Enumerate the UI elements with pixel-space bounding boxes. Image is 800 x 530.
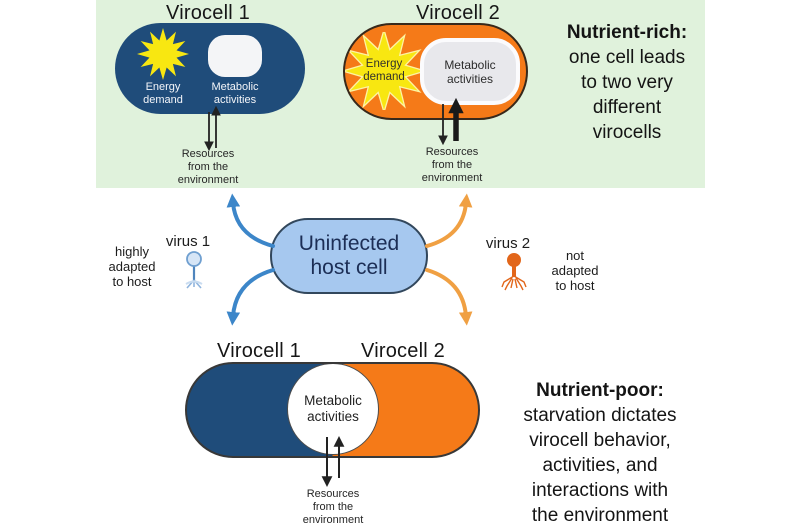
shared-metabolic-circle: Metabolic activities xyxy=(287,364,379,455)
metabolic-activities-label: Metabolic activities xyxy=(444,57,496,86)
uninfected-host-cell-label: Uninfected host cell xyxy=(298,232,400,279)
virus1-note: highly adapted to host xyxy=(108,244,156,289)
orange-arrow-up-icon xyxy=(425,193,473,248)
blue-arrow-up-icon xyxy=(226,193,275,248)
virocell1-cell: Energy demand Metabolic activities xyxy=(115,23,305,114)
starburst-icon xyxy=(137,28,189,80)
virus2-label: virus 2 xyxy=(485,235,531,252)
orange-arrow-down-icon xyxy=(425,268,473,326)
energy-demand-label: Energy demand xyxy=(143,81,183,106)
virus2-note: not adapted to host xyxy=(551,248,599,293)
blue-arrow-down-icon xyxy=(226,268,275,326)
resources-label-virocell1: Resources from the environment xyxy=(177,148,239,186)
virus1-label: virus 1 xyxy=(165,233,211,250)
metabolic-activities-label: Metabolic activities xyxy=(211,81,259,106)
phage-icon-orange xyxy=(501,253,527,291)
metabolic-activities-label: Metabolic activities xyxy=(304,393,362,424)
resources-label-bottom: Resources from the environment xyxy=(302,488,364,526)
metabolic-activities-box: Metabolic activities xyxy=(420,38,520,105)
virocell2-bottom-title: Virocell 2 xyxy=(361,340,445,362)
merged-virocell: Metabolic activities xyxy=(185,362,480,458)
virocell1-bottom-title: Virocell 1 xyxy=(217,340,301,362)
virocell2-top-title: Virocell 2 xyxy=(416,2,500,24)
metabolic-activities-box xyxy=(208,35,262,77)
nutrient-rich-caption: Nutrient-rich: one cell leads to two ver… xyxy=(566,22,688,143)
resources-label-virocell2: Resources from the environment xyxy=(421,146,483,184)
virocell1-top-title: Virocell 1 xyxy=(166,2,250,24)
starburst-icon xyxy=(345,32,423,110)
uninfected-host-cell: Uninfected host cell xyxy=(270,218,428,294)
energy-demand-label: Energy demand xyxy=(363,58,405,83)
virocell2-cell: Metabolic activities Energy demand xyxy=(343,23,528,120)
phage-icon-blue xyxy=(185,251,203,289)
nutrient-poor-caption: Nutrient-poor: starvation dictates viroc… xyxy=(523,380,677,526)
